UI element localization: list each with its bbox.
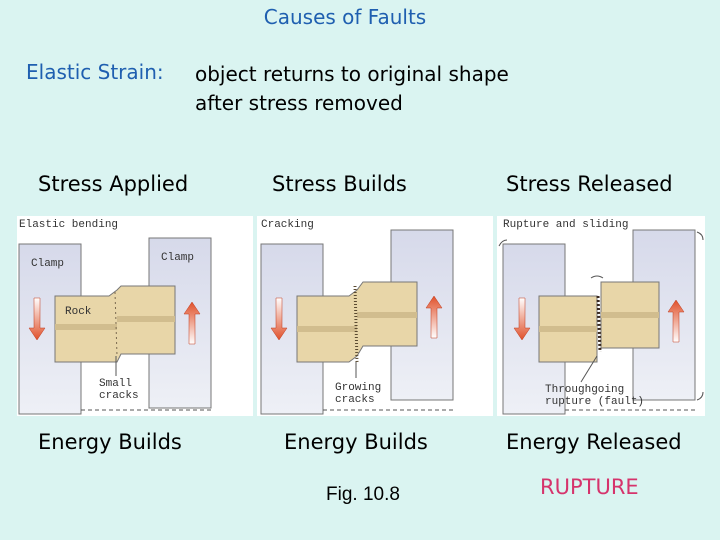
definition-text: object returns to original shape after s… xyxy=(195,60,509,118)
rupture-label: RUPTURE xyxy=(540,475,639,499)
growing-cracks xyxy=(353,285,359,363)
crack-label-1: Growing xyxy=(335,382,381,394)
definition-term: Elastic Strain: xyxy=(26,60,164,84)
right-clamp-label: Clamp xyxy=(161,252,194,264)
slide-title: Causes of Faults xyxy=(263,5,427,29)
rock-layer-left xyxy=(539,326,597,332)
elastic-bending-figure: Elastic bending Clamp Clamp Rock Small c… xyxy=(17,216,253,416)
crack-label-1: Small xyxy=(99,378,132,390)
crack-label-2: cracks xyxy=(99,390,139,402)
up-arrow-icon xyxy=(667,299,685,343)
rupture-label-1: Throughgoing xyxy=(545,384,624,396)
stage-1-stress-label: Stress Applied xyxy=(38,172,189,196)
rock-layer-left xyxy=(55,324,117,330)
vibration-mark-icon xyxy=(590,275,604,279)
figure-2-caption: Cracking xyxy=(261,219,314,231)
stage-3-stress-label: Stress Released xyxy=(506,172,673,196)
definition-line-1: object returns to original shape xyxy=(195,62,509,86)
figure-reference: Fig. 10.8 xyxy=(326,484,400,505)
rupture-pointer xyxy=(580,355,598,383)
definition-line-2: after stress removed xyxy=(195,91,403,115)
down-arrow-icon xyxy=(28,297,46,341)
rock-label: Rock xyxy=(65,306,92,318)
stage-1-energy-label: Energy Builds xyxy=(38,430,182,454)
rock-layer-right xyxy=(357,312,417,318)
rock-layer-left xyxy=(297,326,357,332)
figure-3-caption: Rupture and sliding xyxy=(503,219,628,231)
figure-1-caption: Elastic bending xyxy=(19,219,118,231)
up-arrow-icon xyxy=(183,301,201,345)
crack-label-2: cracks xyxy=(335,394,375,406)
rupture-label-2: rupture (fault) xyxy=(545,396,644,408)
rock-layer-right xyxy=(601,312,659,318)
left-clamp-label: Clamp xyxy=(31,258,64,270)
down-arrow-icon xyxy=(270,297,288,341)
rock-layer-right xyxy=(117,316,175,322)
up-arrow-icon xyxy=(425,295,443,339)
stage-2-energy-label: Energy Builds xyxy=(284,430,428,454)
vibration-mark-icon xyxy=(498,239,508,247)
rupture-sliding-figure: Rupture and sliding Throughgoing rupture… xyxy=(497,216,705,416)
stage-3-energy-label: Energy Released xyxy=(506,430,682,454)
cracking-figure: Cracking Growing cracks xyxy=(257,216,493,416)
small-cracks xyxy=(114,291,118,357)
vibration-mark-icon xyxy=(696,391,704,401)
stage-2-stress-label: Stress Builds xyxy=(272,172,407,196)
vibration-mark-icon xyxy=(696,231,704,241)
down-arrow-icon xyxy=(513,297,531,341)
fault-rupture xyxy=(596,295,602,353)
